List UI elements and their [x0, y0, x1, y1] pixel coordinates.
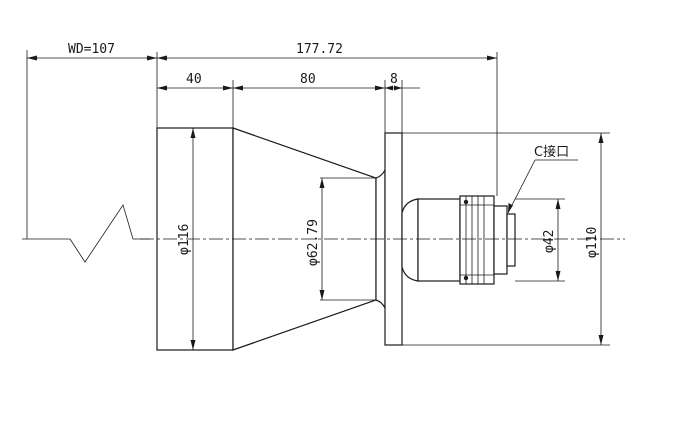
cone-diameter-label: φ62.79: [306, 219, 321, 266]
screw-dot-top: [463, 199, 469, 205]
cone-length-label: 80: [300, 72, 316, 87]
c-mount-callout: C接口: [507, 144, 578, 214]
flange-thickness-label: 8: [390, 72, 398, 87]
front-diameter-dimension: φ116: [177, 128, 196, 350]
mount-shoulder: [401, 198, 419, 282]
front-length-label: 40: [186, 72, 202, 87]
flange-diameter-label: φ110: [585, 227, 600, 258]
mount-diameter-label: φ42: [542, 230, 557, 253]
knurl-lines: [460, 196, 494, 284]
c-mount-label: C接口: [534, 144, 569, 160]
wd-label: WD=107: [68, 42, 115, 57]
front-diameter-label: φ116: [177, 224, 192, 255]
flange-diameter-dimension: φ110: [402, 132, 610, 346]
top-dimensions: WD=107 177.72 40 80 8: [27, 42, 498, 196]
c-mount-face: [506, 213, 516, 267]
c-mount-thread: [493, 205, 508, 275]
mount-diameter-dimension: φ42: [515, 198, 565, 282]
mount-barrel: [417, 198, 461, 282]
wd-break-line: [22, 50, 150, 263]
cone-diameter-dimension: φ62.79: [306, 177, 376, 301]
screw-dot-bottom: [463, 275, 469, 281]
knurled-ring: [459, 195, 495, 285]
total-length-label: 177.72: [296, 42, 343, 57]
